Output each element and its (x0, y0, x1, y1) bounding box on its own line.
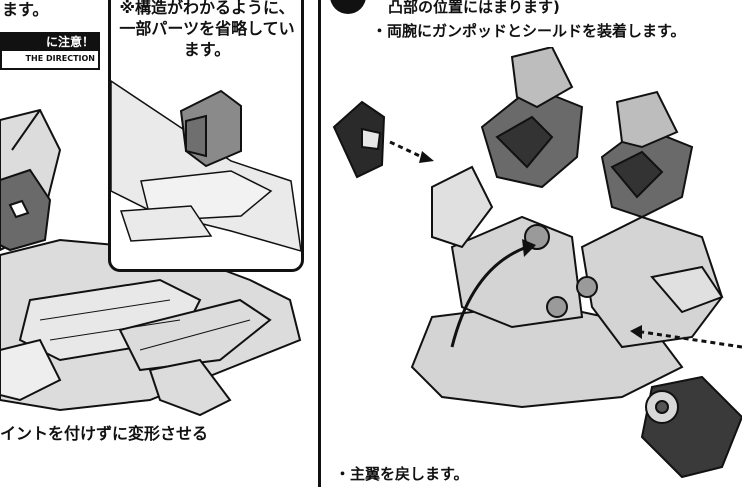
inset-illustration (111, 80, 301, 252)
instruction-text-bottom-right: ・主翼を戻します。 (335, 465, 469, 483)
warning-label: に注意！ THE DIRECTION (0, 32, 100, 70)
inset-note: ※構造がわかるように、一部パーツを省略しています。 (119, 0, 295, 59)
step-instruction-line-1: 凸部の位置にはまります) (388, 0, 560, 16)
instruction-text-top-left: ます。 (2, 0, 49, 19)
warning-title: に注意！ (2, 34, 98, 51)
instruction-text-bottom-left: イントを付けずに変形させる (0, 424, 209, 443)
step-instruction-line-2: ・両腕にガンポッドとシールドを装着します。 (372, 22, 686, 40)
inset-detail-box: ※構造がわかるように、一部パーツを省略しています。 (108, 0, 304, 272)
panel-divider (318, 0, 321, 487)
warning-subtitle: THE DIRECTION (25, 54, 95, 63)
right-assembly-illustration (332, 47, 742, 479)
step-number-badge (330, 0, 366, 14)
left-assembly-illustration (0, 108, 302, 417)
